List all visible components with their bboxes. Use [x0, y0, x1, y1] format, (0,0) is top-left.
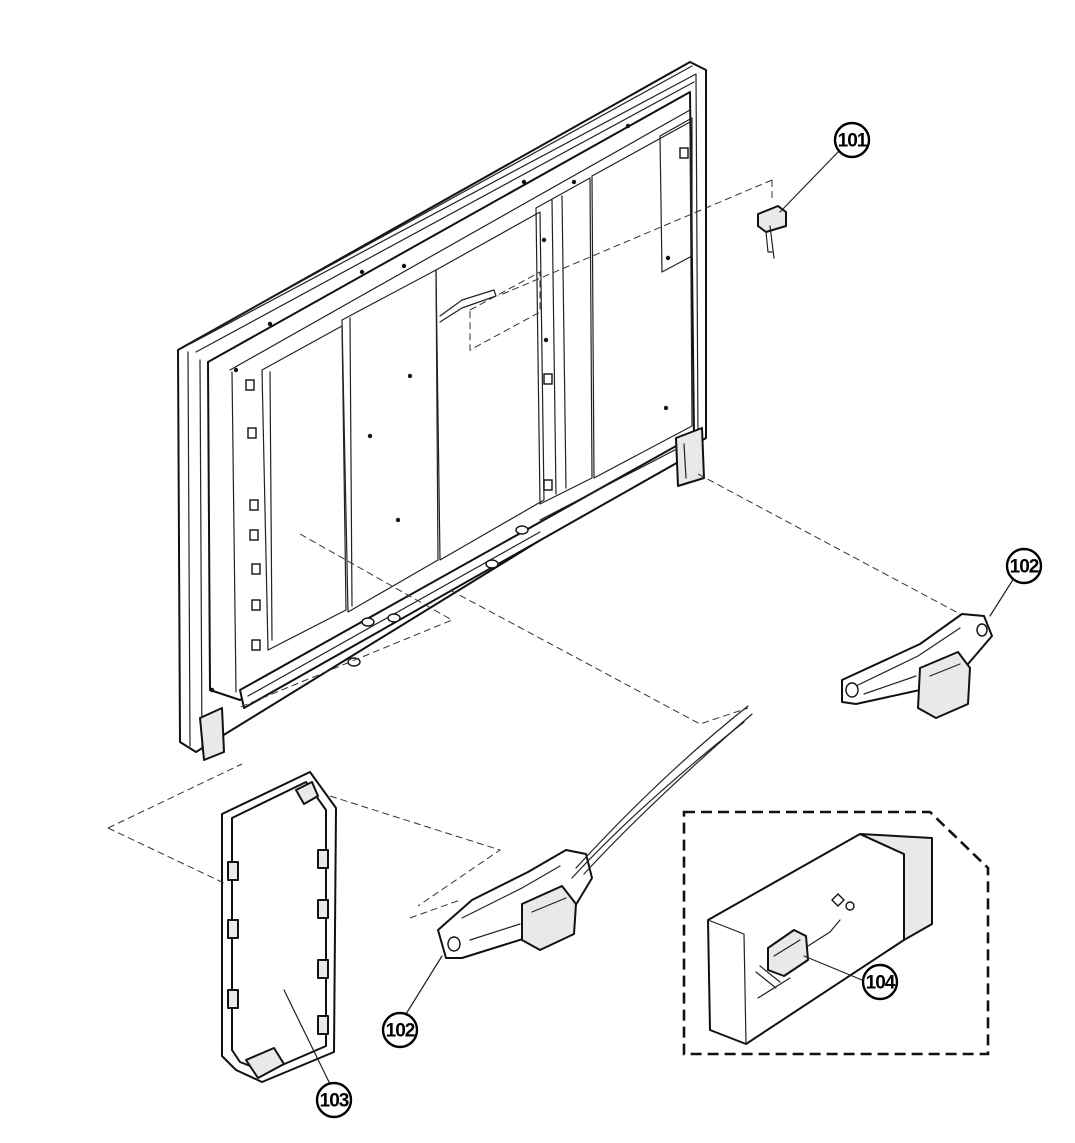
callout-103: 103: [315, 1081, 353, 1119]
detail-inset: [682, 810, 990, 1056]
right-speaker-102: [841, 613, 993, 719]
callout-102-right-label: 102: [1010, 557, 1039, 578]
standoffs: [347, 525, 529, 667]
chassis-back-plate: [207, 91, 695, 701]
frame-103: [221, 771, 337, 1083]
right-upper-cutout: [659, 117, 693, 273]
callout-102-left-label: 102: [386, 1021, 415, 1042]
detail-inset-border: [682, 810, 990, 1056]
part-104-connector: [755, 919, 841, 989]
right-rail: [535, 177, 593, 505]
callout-104: 104: [861, 963, 899, 1001]
callout-104-label: 104: [866, 973, 896, 994]
callout-103-label: 103: [320, 1091, 349, 1112]
callout-101-label: 101: [838, 131, 868, 152]
callout-102-right: 102: [1005, 547, 1043, 585]
main-panel-assembly: [177, 61, 707, 761]
callout-102-left: 102: [381, 1011, 419, 1049]
left-speaker-102: [437, 705, 753, 959]
screw-points: [209, 123, 671, 693]
panel-slots: [245, 147, 689, 651]
center-bracket: [341, 269, 439, 613]
callout-101: 101: [833, 121, 871, 159]
part-101-clip: [757, 205, 787, 259]
left-cutout: [261, 325, 347, 651]
